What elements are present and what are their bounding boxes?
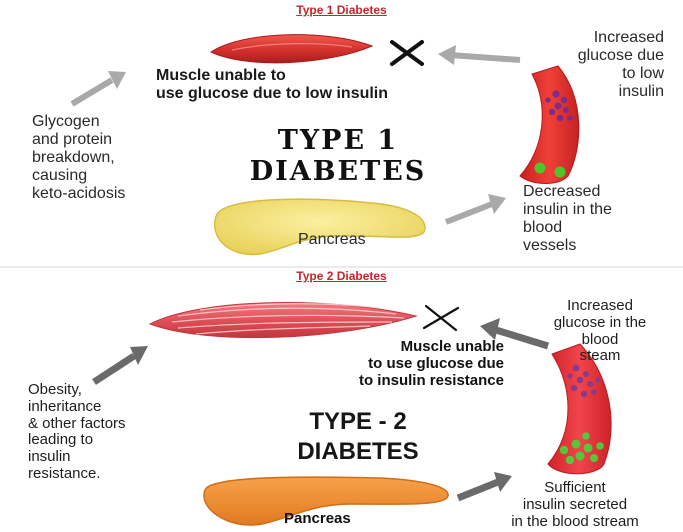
type1-muscle-label: Muscle unable to use glucose due to low …	[156, 67, 389, 102]
type2-factors-label: Obesity, inheritance & other factors lea…	[28, 381, 126, 482]
type2-panel: Type 2 Diabetes	[0, 268, 683, 532]
muscle-icon	[209, 34, 374, 64]
type2-title: TYPE - 2 DIABETES	[297, 408, 419, 465]
arrow-icon	[92, 346, 148, 385]
section-divider	[0, 266, 683, 269]
blood-vessel-icon	[519, 65, 580, 184]
type1-panel: Type 1 Diabetes	[32, 3, 664, 256]
arrow-icon	[438, 45, 521, 65]
arrow-icon	[456, 472, 512, 502]
arrow-icon	[444, 194, 506, 225]
arrow-icon	[480, 318, 550, 350]
type2-pancreas-label: Pancreas	[284, 510, 351, 527]
cross-icon	[390, 40, 424, 66]
type1-insulin-label: Decreased insulin in the blood vessels	[523, 183, 612, 254]
pancreas-icon	[214, 198, 426, 256]
blood-vessel-icon	[547, 343, 612, 475]
type2-glucose-label: Increased glucose in the blood steam	[553, 297, 647, 365]
type2-illustration	[92, 302, 612, 526]
arrow-icon	[70, 71, 126, 107]
cross-icon	[422, 304, 460, 332]
type2-heading: Type 2 Diabetes	[296, 269, 387, 283]
muscle-icon	[148, 302, 418, 339]
type1-breakdown-label: Glycogen and protein breakdown, causing …	[32, 113, 126, 202]
type2-muscle-label: Muscle unable to use glucose due to insu…	[358, 338, 504, 389]
type1-illustration	[70, 34, 580, 256]
type1-title: TYPE 1 DIABETES	[249, 125, 427, 188]
type1-heading: Type 1 Diabetes	[296, 3, 387, 17]
pancreas-icon	[203, 476, 449, 526]
type2-insulin-label: Sufficient insulin secreted in the blood…	[511, 479, 639, 530]
type1-glucose-label: Increased glucose due to low insulin	[577, 29, 664, 100]
type1-pancreas-label: Pancreas	[298, 231, 366, 248]
